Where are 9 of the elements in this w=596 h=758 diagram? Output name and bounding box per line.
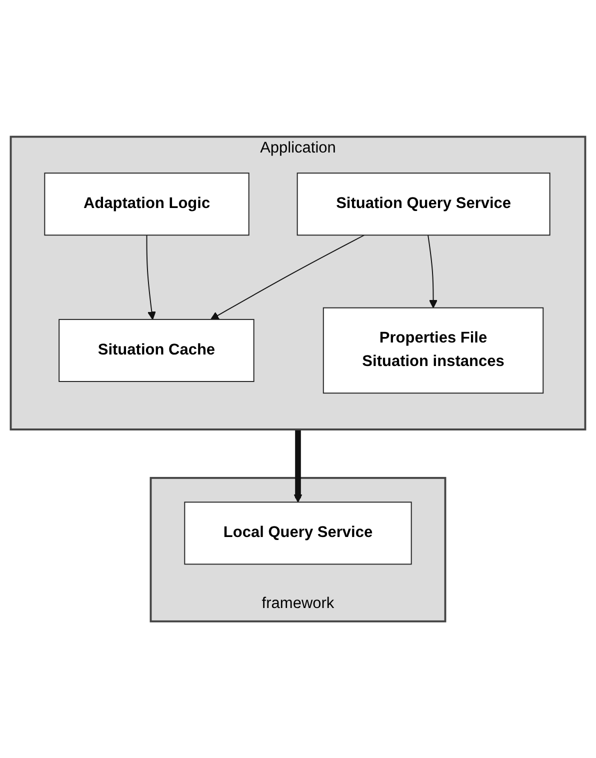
node-box: Local Query Service bbox=[184, 502, 412, 565]
node-box: Situation Query Service bbox=[296, 172, 550, 236]
arrow bbox=[146, 234, 156, 320]
arrow bbox=[210, 234, 365, 320]
node-box: Adaptation Logic bbox=[44, 172, 250, 236]
arrow bbox=[294, 429, 302, 502]
arrow bbox=[428, 234, 438, 308]
node-box: Situation Cache bbox=[58, 318, 254, 382]
node-box: Properties File Situation instances bbox=[322, 307, 544, 394]
